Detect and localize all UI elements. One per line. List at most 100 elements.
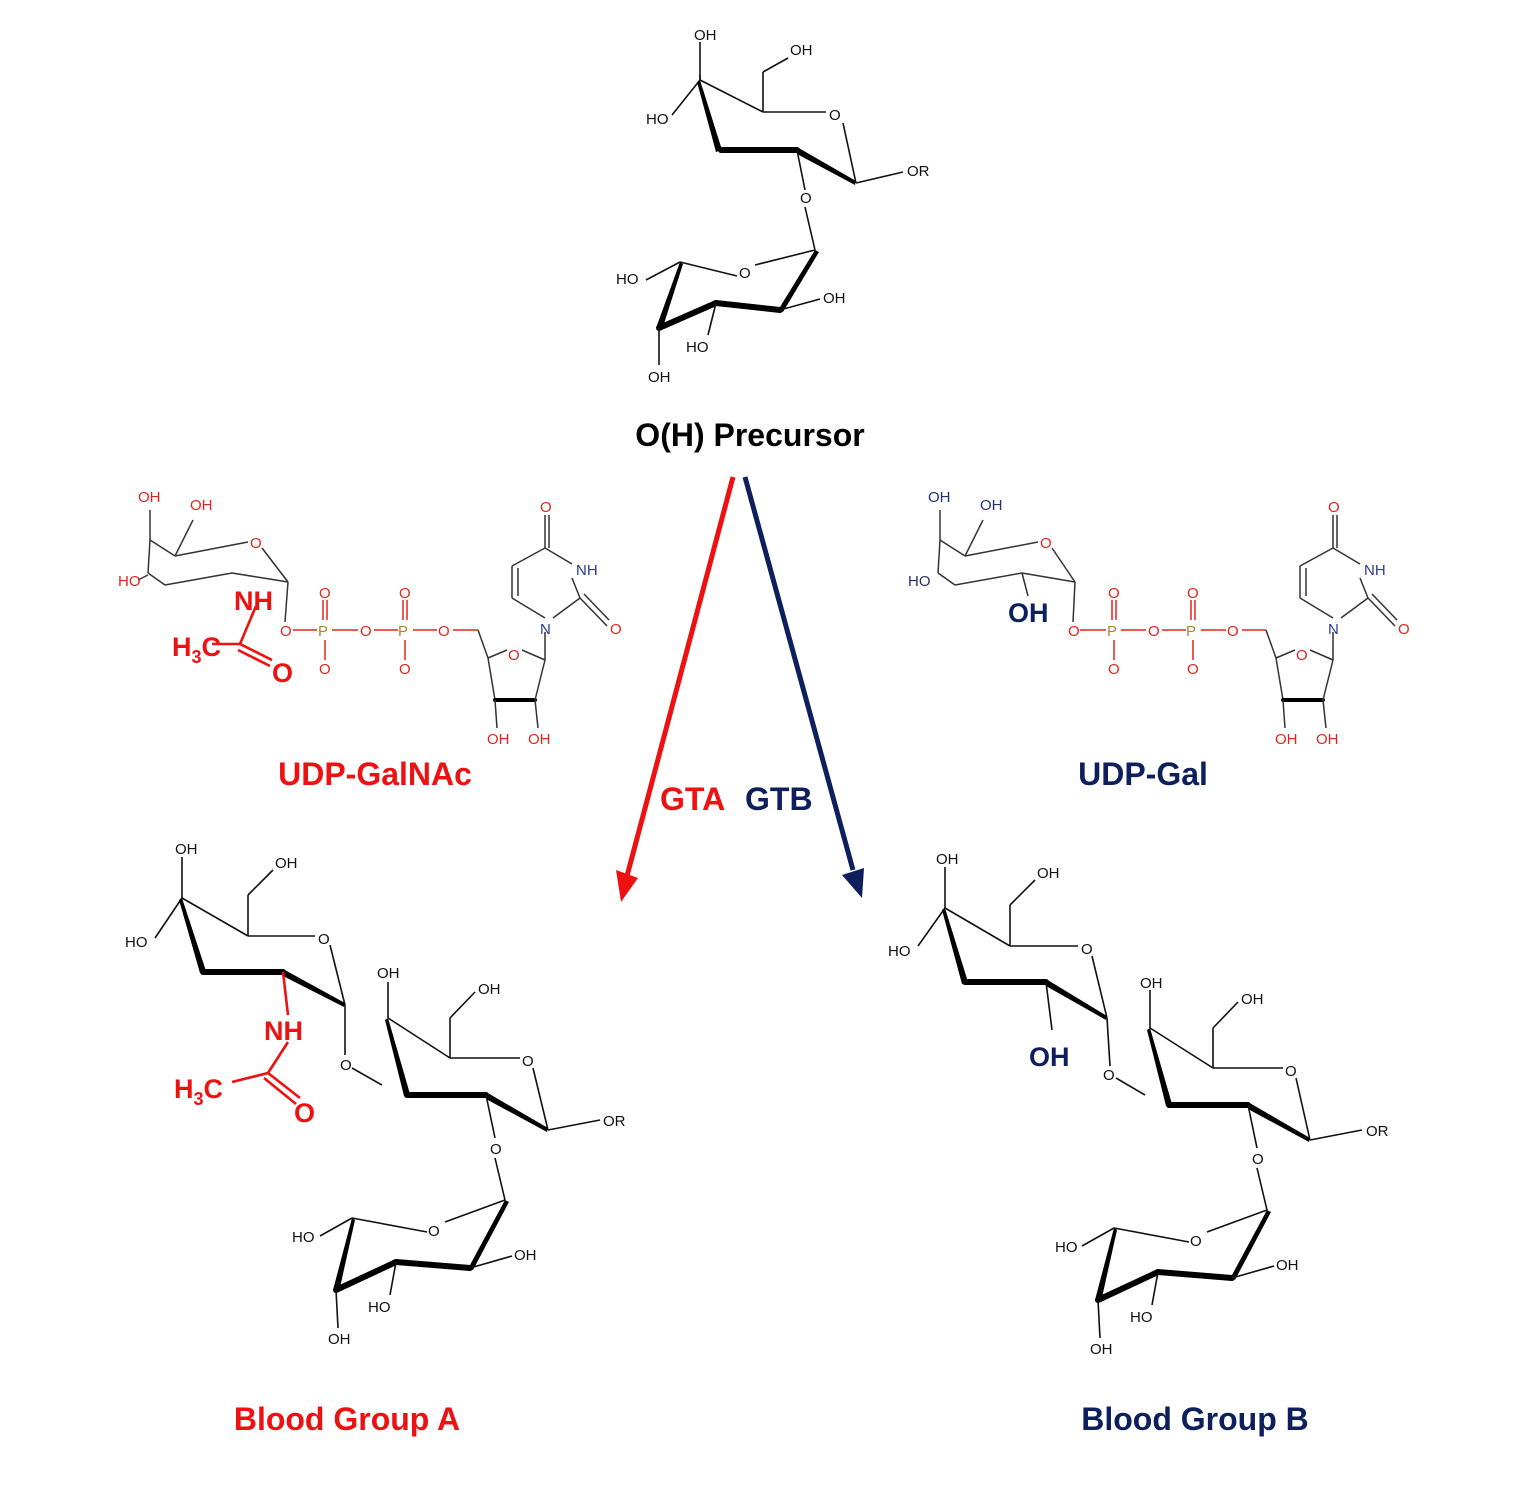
atom-label: O [800, 190, 812, 207]
atom-label: OH [648, 369, 671, 386]
atom-label: O [739, 265, 751, 282]
atom-label: NH [576, 562, 598, 579]
atom-label: HO [686, 339, 709, 356]
atom-label: P [1107, 623, 1117, 640]
gtb-arrow [742, 476, 864, 898]
blood-group-a-structure: OH OH HO O NH H3C O O OH OH O OR O [125, 841, 626, 1348]
blood-group-b-caption: Blood Group B [1081, 1401, 1309, 1437]
atom-label: HO [1130, 1309, 1153, 1326]
carbonyl-oxygen: O [294, 1098, 315, 1128]
atom-label: O [1398, 621, 1410, 638]
precursor-caption: O(H) Precursor [635, 417, 864, 453]
atom-label: O [319, 661, 331, 678]
atom-label: O [438, 623, 450, 640]
atom-label: N [1328, 621, 1339, 638]
atom-label: O [1040, 535, 1052, 552]
atom-label: O [360, 623, 372, 640]
gtb-label: GTB [745, 781, 813, 817]
atom-label: OH [790, 42, 813, 59]
atom-label: OH [1090, 1341, 1113, 1358]
atom-label: O [340, 1057, 352, 1074]
atom-label: O [829, 107, 841, 124]
atom-label: O [319, 585, 331, 602]
atom-label: HO [888, 943, 911, 960]
udp-galnac-structure: OH OH O HO NH H3C O O P O O O P O O O [118, 489, 622, 748]
atom-label: HO [292, 1229, 315, 1246]
hydroxyl-label: OH [1008, 598, 1049, 628]
atom-label: O [1252, 1151, 1264, 1168]
nh-label: NH [264, 1016, 303, 1046]
atom-label: O [1227, 623, 1239, 640]
atom-label: O [1068, 623, 1080, 640]
atom-label: HO [1055, 1239, 1078, 1256]
atom-label: HO [646, 111, 669, 128]
methyl-label: H3C [174, 1074, 223, 1109]
atom-label: O [280, 623, 292, 640]
atom-label: OH [823, 290, 846, 307]
atom-label: O [1081, 941, 1093, 958]
atom-label: OH [190, 497, 213, 514]
atom-label: O [1187, 661, 1199, 678]
atom-label: O [610, 621, 622, 638]
atom-label: OH [1241, 991, 1264, 1008]
atom-label: O [399, 661, 411, 678]
atom-label: HO [368, 1299, 391, 1316]
atom-label: HO [908, 573, 931, 590]
methyl-label: H3C [172, 632, 221, 667]
atom-label: P [318, 623, 328, 640]
atom-label: OH [528, 731, 551, 748]
blood-group-b-structure: OH OH HO O OH O OH OH O OR O O HO [888, 851, 1389, 1358]
gta-arrow [616, 476, 736, 902]
atom-label: HO [118, 573, 141, 590]
atom-label: OH [175, 841, 198, 858]
atom-label: O [522, 1053, 534, 1070]
atom-label: OH [694, 27, 717, 44]
atom-label: O [490, 1141, 502, 1158]
blood-group-a-caption: Blood Group A [234, 1401, 460, 1437]
atom-label: HO [616, 271, 639, 288]
atom-label: O [540, 499, 552, 516]
atom-label: N [540, 621, 551, 638]
atom-label: OH [1140, 975, 1163, 992]
atom-label: O [1148, 623, 1160, 640]
atom-label: OH [487, 731, 510, 748]
atom-label: O [1190, 1233, 1202, 1250]
atom-label: OH [328, 1331, 351, 1348]
atom-label: OH [138, 489, 161, 506]
atom-label: O [1103, 1067, 1115, 1084]
atom-label: O [1296, 647, 1308, 664]
atom-label: O [250, 535, 262, 552]
atom-label: OR [603, 1113, 626, 1130]
atom-label: OH [377, 965, 400, 982]
atom-label: OH [478, 981, 501, 998]
hydroxyl-label: OH [1029, 1042, 1070, 1072]
atom-label: OH [275, 855, 298, 872]
precursor-structure: OH OH HO O OR O O HO OH HO OH [616, 27, 930, 386]
udp-gal-caption: UDP-Gal [1078, 756, 1208, 792]
carbonyl-oxygen: O [272, 658, 293, 688]
atom-label: O [1328, 499, 1340, 516]
atom-label: O [1285, 1063, 1297, 1080]
atom-label: O [508, 647, 520, 664]
atom-label: O [399, 585, 411, 602]
atom-label: OH [928, 489, 951, 506]
atom-label: OR [1366, 1123, 1389, 1140]
atom-label: NH [1364, 562, 1386, 579]
atom-label: OH [1275, 731, 1298, 748]
udp-gal-structure: OH OH O HO OH O P O O O P O O O O OH [908, 489, 1410, 748]
gta-label: GTA [660, 781, 725, 817]
atom-label: O [1108, 585, 1120, 602]
atom-label: OH [1276, 1257, 1299, 1274]
atom-label: OH [1037, 865, 1060, 882]
nh-label: NH [234, 586, 273, 616]
atom-label: OH [980, 497, 1003, 514]
atom-label: OH [514, 1247, 537, 1264]
atom-label: OH [936, 851, 959, 868]
atom-label: O [1108, 661, 1120, 678]
atom-label: O [428, 1223, 440, 1240]
atom-label: HO [125, 934, 148, 951]
atom-label: O [318, 931, 330, 948]
udp-galnac-caption: UDP-GalNAc [278, 756, 472, 792]
atom-label: P [1186, 623, 1196, 640]
